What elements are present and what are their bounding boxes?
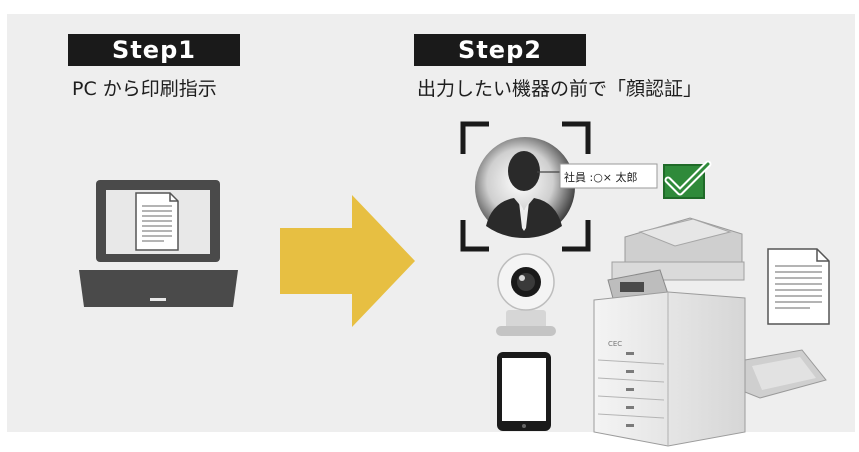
printer-brand-label: CEC — [608, 340, 622, 348]
step2-caption: 出力したい機器の前で「顔認証」 — [417, 78, 703, 100]
recognition-label-box — [559, 163, 658, 189]
tablet-icon — [497, 352, 551, 431]
step1-badge: Step1 — [68, 34, 240, 66]
printed-document-icon — [767, 248, 830, 325]
step2-badge: Step2 — [414, 34, 586, 66]
check-icon — [663, 160, 712, 199]
webcam-icon — [496, 253, 556, 336]
document-on-screen-icon — [135, 192, 179, 251]
laptop-icon — [79, 180, 238, 307]
step1-caption: PC から印刷指示 — [72, 78, 217, 100]
face-avatar-icon — [475, 137, 575, 238]
right-arrow-icon — [280, 195, 415, 327]
face-scan-frame-icon — [460, 121, 591, 252]
printer-icon: CEC — [593, 217, 827, 447]
recognition-label: 社員 :○× 太郎 — [564, 170, 638, 184]
